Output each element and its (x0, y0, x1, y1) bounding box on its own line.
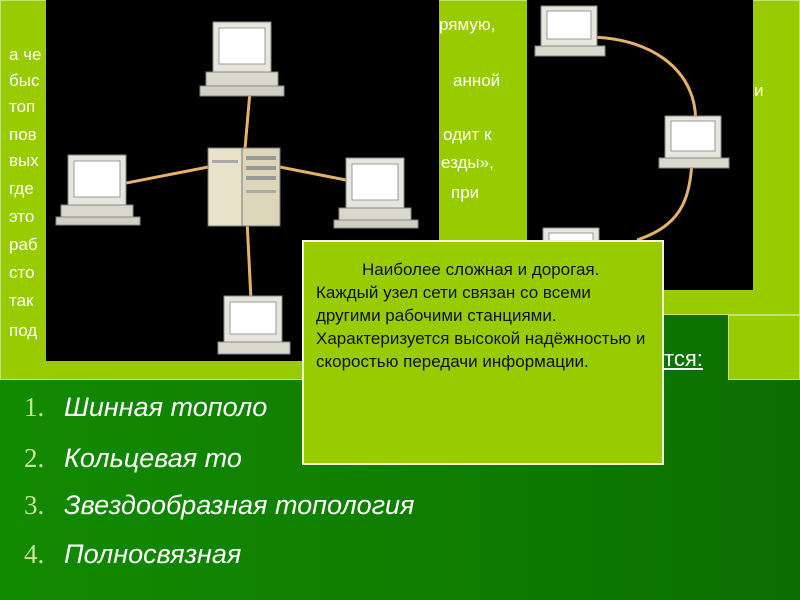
text-fragment: это (9, 207, 35, 226)
text-fragment: езды», (441, 153, 494, 172)
computer-icon (217, 295, 291, 355)
callout-text: Наиболее сложная и дорогая. Каждый узел … (316, 260, 646, 371)
computer-icon (333, 157, 419, 229)
text-fragment: быс (9, 71, 40, 90)
text-fragment: а че (9, 45, 42, 64)
list-item: 2.Кольцевая то (24, 443, 242, 473)
server-icon (207, 147, 281, 227)
text-fragment: под (9, 321, 38, 340)
list-heading-fragment: тся: (664, 346, 703, 371)
text-fragment: рямую, (439, 15, 496, 34)
list-item: 4.Полносвязная (24, 539, 242, 569)
text-fragment: и (754, 81, 764, 100)
full-mesh-callout: Наиболее сложная и дорогая. Каждый узел … (302, 240, 664, 465)
computer-icon (199, 21, 285, 97)
text-fragment: раб (9, 235, 38, 254)
right-panel-extension (728, 315, 800, 380)
star-topology-diagram (46, 0, 439, 361)
list-item: 3.Звездообразная топология (24, 490, 415, 520)
list-item: 1.Шинная тополо (24, 392, 268, 422)
computer-icon (55, 154, 141, 226)
text-fragment: где (9, 179, 34, 198)
text-fragment: при (451, 183, 480, 202)
text-fragment: вых (9, 151, 39, 170)
text-fragment: топ (9, 97, 36, 116)
computer-icon (534, 5, 606, 57)
text-fragment: анной (453, 71, 501, 90)
computer-icon (658, 115, 730, 169)
text-fragment: одит к (443, 125, 492, 144)
text-fragment: так (9, 291, 34, 310)
text-fragment: пов (9, 125, 37, 144)
text-fragment: сто (9, 263, 35, 282)
